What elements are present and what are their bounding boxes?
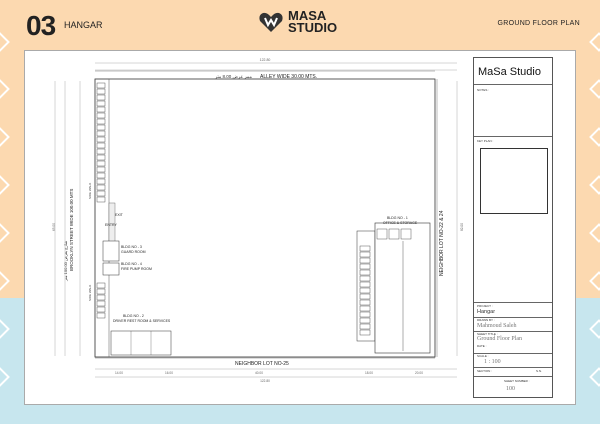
site-plan: 122.80 ممر عرض 8.00 متر ALLEY WIDE 30.00… <box>52 58 464 383</box>
tb-sheet-title: Ground Floor Plan <box>477 336 522 342</box>
dim-right: 82.00 <box>460 223 464 231</box>
tb-section-label: SECTION : <box>477 369 493 373</box>
guard-room-shape <box>102 240 120 262</box>
tb-section-no-label: S.N. <box>536 369 542 373</box>
bldg4-sub: FIRE PUMP ROOM <box>121 267 152 271</box>
left-diamond-pattern <box>0 0 22 424</box>
bottom-neighbor-label: NEIGHBOR LOT NO-25 <box>235 361 289 367</box>
bldg1-label: BLDG NO - 1 <box>387 216 408 220</box>
dim-s5: 20.00 <box>415 371 423 375</box>
tb-sheet-number: 100 <box>506 386 515 392</box>
dim-top: 122.80 <box>260 58 271 62</box>
top-street-label: ALLEY WIDE 30.00 MTS. <box>260 74 317 80</box>
logo-text: MASA STUDIO <box>288 8 338 35</box>
exit-label: EXIT <box>115 213 124 217</box>
tb-scale-label: SCALE : <box>477 354 489 358</box>
tb-notes-label: NOTES : <box>477 88 490 92</box>
left-street-arabic: شارع بعرض 100.00 متر <box>63 240 68 282</box>
bldg3-sub: GUARD ROOM <box>121 250 146 254</box>
bldg3-label: BLDG NO - 3 <box>121 245 142 249</box>
tb-scale: 1 : 100 <box>484 359 501 365</box>
office-storage-building <box>374 222 431 354</box>
bldg2-sub: DRIVER REST ROOM & SERVICES <box>113 319 171 323</box>
bldg2-label: BLDG NO - 2 <box>123 314 144 318</box>
dim-left: 65.00 <box>52 223 56 231</box>
entry-label: ENTRY <box>105 223 117 227</box>
logo-heart-icon <box>259 12 283 33</box>
drawing-name: GROUND FLOOR PLAN <box>497 20 580 27</box>
title-block: MaSa Studio NOTES : KEY PLAN : PROJECT :… <box>473 57 553 398</box>
right-diamond-pattern <box>578 0 600 424</box>
tb-project: Hangar <box>477 309 496 315</box>
drawing-sheet: 122.80 ممر عرض 8.00 متر ALLEY WIDE 30.00… <box>24 50 576 405</box>
left-street-label: BROOKLYN STREET WIDE 100.00 MTS <box>69 189 74 271</box>
dim-s1: 14.00 <box>115 371 123 375</box>
bldg1-sub: OFFICE & STORAGE <box>383 221 418 225</box>
dim-s4: 18.00 <box>365 371 373 375</box>
tb-drawn-by-label: DRAWN BY : <box>477 318 495 322</box>
tb-date-label: DATE : <box>477 344 487 348</box>
driver-rest-shape <box>110 330 172 356</box>
sheet-number: 03 <box>26 10 56 41</box>
dim-s3: 40.00 <box>255 371 263 375</box>
tb-sheet-title-label: SHEET TITLE : <box>477 332 498 336</box>
top-street-arabic: ممر عرض 8.00 متر <box>214 74 252 80</box>
masa-studio-logo: MASA STUDIO <box>258 8 344 35</box>
grid-ticks <box>54 81 458 356</box>
tb-sheet-number-label: SHEET NUMBER : <box>504 379 530 383</box>
tb-drawn-by: Mahmoud Saleh <box>477 323 517 329</box>
parking-column-right <box>359 245 371 336</box>
right-neighbor-label: NEIGHBOR LOT NO-22 & 24 <box>439 210 445 276</box>
fire-pump-shape <box>102 262 120 276</box>
dim-bottom: 122.80 <box>260 379 270 383</box>
bldg4-label: BLDG NO - 4 <box>121 262 142 266</box>
key-plan-box <box>480 148 548 214</box>
tb-key-plan-label: KEY PLAN : <box>477 139 494 143</box>
side-walk-label: SIDE WALK <box>88 183 92 199</box>
dim-s2: 16.00 <box>165 371 173 375</box>
tb-project-label: PROJECT : <box>477 304 493 308</box>
sheet-title: HANGAR <box>64 20 103 30</box>
side-walk-label-2: SIDE WALK <box>88 285 92 301</box>
parking-column-left <box>96 82 106 319</box>
tb-studio-name: MaSa Studio <box>478 66 541 78</box>
